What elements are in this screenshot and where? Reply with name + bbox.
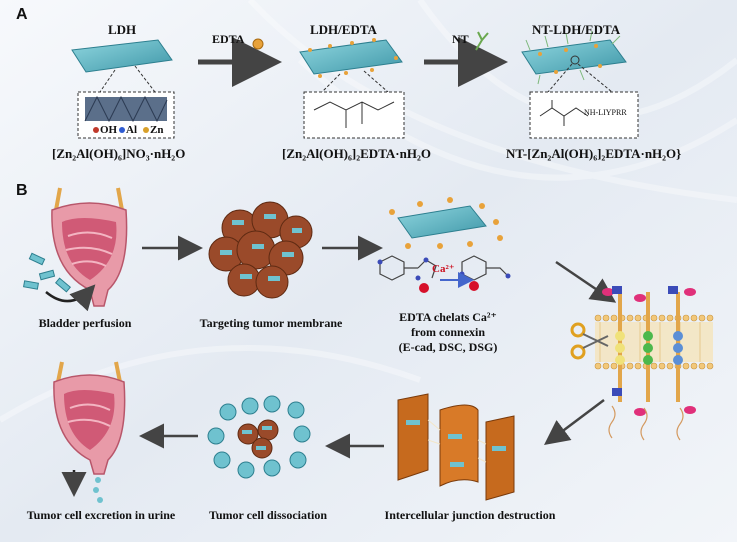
edta-arrow-label: EDTA (212, 32, 245, 46)
arrow-ldh-to-edta (198, 37, 282, 87)
nt-ldh-edta-formula: NT-[Zn₂Al(OH)₆]₂EDTA·nH₂O} (506, 146, 682, 161)
cell-membrane-illustration (594, 286, 714, 441)
ldh-edta-title: LDH/EDTA (310, 22, 377, 37)
ldh-edta-formula: [Zn₂Al(OH)₆]₂EDTA·nH₂O (282, 146, 431, 161)
scissors-icon (570, 322, 609, 360)
junction-destruction-illustration (397, 393, 515, 501)
bladder-perfusion-illustration (23, 187, 128, 312)
chelated-calcium-icon (469, 281, 479, 291)
excretion-caption: Tumor cell excretion in urine (26, 508, 176, 522)
ldh-sheet (71, 39, 173, 93)
zn-dot-icon (143, 127, 149, 133)
edta-caption-line3: (E-cad, DSC, DSG) (398, 340, 498, 354)
legend-oh: OH (100, 124, 118, 136)
bladder-excretion-illustration (53, 361, 126, 503)
nt-peptide-icon (475, 31, 489, 51)
edta-caption-line1: EDTA chelats Ca²⁺ (399, 310, 497, 324)
panel-b-label: B (16, 182, 28, 199)
ldh-formula: [Zn₂Al(OH)₆]NO₃·nH₂O (52, 146, 186, 161)
dissociation-caption: Tumor cell dissociation (208, 508, 327, 522)
peptide-label: NH-LIYPRR (584, 108, 627, 117)
arrow-membrane-to-junction (544, 399, 605, 445)
al-dot-icon (119, 127, 125, 133)
tumor-cluster-illustration (208, 201, 313, 299)
junction-caption: Intercellular junction destruction (384, 508, 556, 522)
nt-ldh-edta-sheet (521, 30, 627, 93)
calcium-ion-icon (419, 283, 429, 293)
legend-zn: Zn (150, 124, 164, 136)
oh-dot-icon (93, 127, 99, 133)
legend-al: Al (126, 124, 137, 136)
edta-ball-icon (252, 38, 264, 50)
nt-ldh-edta-title: NT-LDH/EDTA (532, 22, 621, 37)
ldh-crystal-box (77, 91, 175, 139)
nt-arrow-label: NT (452, 32, 469, 46)
targeting-caption: Targeting tumor membrane (199, 316, 343, 330)
arrow-edta-to-nt (424, 31, 508, 87)
bladder-perfusion-caption: Bladder perfusion (38, 316, 132, 330)
edta-chelation-illustration (377, 197, 511, 293)
tumor-dissociation-illustration (207, 395, 311, 479)
edta-structure-box (303, 91, 405, 139)
edta-caption-line2: from connexin (410, 325, 486, 339)
ldh-edta-sheet (299, 38, 403, 93)
nt-structure-box (529, 91, 639, 139)
calcium-label: Ca²⁺ (432, 263, 455, 275)
ldh-title: LDH (108, 22, 137, 37)
panel-a-label: A (16, 6, 28, 23)
